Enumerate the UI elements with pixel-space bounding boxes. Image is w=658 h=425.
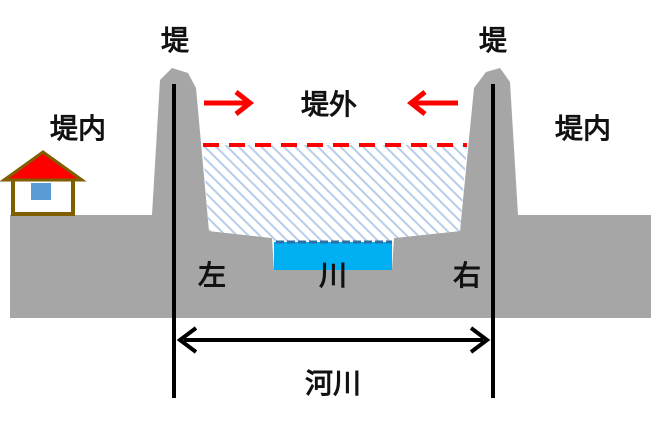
levee-right-label: 堤 — [479, 24, 508, 57]
riverside-label: 堤外 — [301, 88, 357, 121]
house-icon — [0, 150, 87, 216]
left-bank-label: 左 — [198, 259, 226, 292]
right-bank-label: 右 — [453, 259, 481, 292]
river-extent-label: 河川 — [305, 367, 361, 400]
arrow-right-icon — [204, 90, 255, 116]
river-water — [274, 242, 392, 270]
flood-zone — [203, 145, 467, 244]
arrow-left-icon — [406, 90, 458, 116]
river-width-arrow — [176, 326, 491, 354]
channel-label: 川 — [319, 259, 347, 292]
ground-cross-section — [10, 68, 651, 318]
levee-left-label: 堤 — [161, 24, 190, 57]
landside-left-label: 堤内 — [50, 112, 106, 145]
landside-right-label: 堤内 — [555, 112, 611, 145]
